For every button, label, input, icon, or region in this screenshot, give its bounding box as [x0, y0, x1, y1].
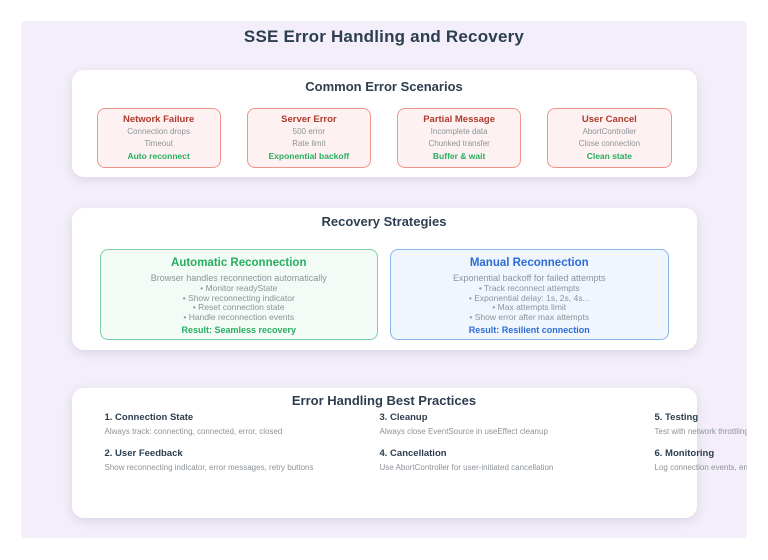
- practice-title: 1. Connection State: [104, 412, 194, 423]
- practice-description: Always close EventSource in useEffect cl…: [379, 427, 548, 436]
- error-card-line: AbortController: [582, 127, 637, 136]
- strategy-bullet: • Show reconnecting indicator: [182, 292, 295, 303]
- error-card-title: User Cancel: [581, 114, 637, 125]
- strategy-bullet: • Handle reconnection events: [183, 311, 295, 322]
- strategy-title: Manual Reconnection: [469, 257, 589, 269]
- error-card-action: Buffer & wait: [432, 151, 486, 161]
- practice-item-testing: 5. Testing Test with network throttling,…: [655, 412, 748, 437]
- practice-title: 5. Testing: [654, 412, 699, 423]
- page-title: SSE Error Handling and Recovery: [243, 27, 525, 46]
- strategy-bullet: • Track reconnect attempts: [478, 283, 580, 293]
- error-card-line: Timeout: [144, 139, 173, 148]
- error-card-user-cancel: User Cancel AbortController Close connec…: [547, 108, 672, 168]
- error-card-network-failure: Network Failure Connection drops Timeout…: [96, 108, 221, 168]
- error-card-line: Incomplete data: [430, 127, 488, 136]
- error-card-line: Chunked transfer: [428, 139, 490, 148]
- strategy-result: Result: Seamless recovery: [181, 325, 297, 335]
- practices-heading: Error Handling Best Practices: [291, 393, 477, 408]
- scenarios-heading: Common Error Scenarios: [305, 79, 463, 94]
- error-card-line: Connection drops: [127, 127, 190, 136]
- strategies-heading: Recovery Strategies: [321, 214, 447, 229]
- practice-title: 3. Cleanup: [379, 412, 428, 423]
- practices-column-3: 5. Testing Test with network throttling,…: [655, 412, 748, 484]
- strategy-subtitle: Exponential backoff for failed attempts: [453, 273, 606, 283]
- practice-item-connection-state: 1. Connection State Always track: connec…: [105, 412, 380, 437]
- strategy-bullet: • Max attempts limit: [492, 302, 567, 312]
- practices-column-1: 1. Connection State Always track: connec…: [105, 412, 380, 484]
- error-card-line: Close connection: [578, 139, 641, 148]
- error-card-action: Clean state: [586, 151, 633, 161]
- strategy-bullet: • Monitor readyState: [200, 283, 278, 293]
- practice-item-monitoring: 6. Monitoring Log connection events, err…: [655, 448, 748, 473]
- practice-description: Use AbortController for user-initiated c…: [379, 463, 554, 472]
- strategy-result: Result: Resilient connection: [468, 325, 590, 335]
- practices-grid: 1. Connection State Always track: connec…: [72, 412, 748, 484]
- practice-description: Always track: connecting, connected, err…: [104, 427, 283, 436]
- practice-item-cleanup: 3. Cleanup Always close EventSource in u…: [380, 412, 655, 437]
- practice-title: 6. Monitoring: [654, 448, 715, 459]
- practices-column-2: 3. Cleanup Always close EventSource in u…: [380, 412, 655, 484]
- practice-item-user-feedback: 2. User Feedback Show reconnecting indic…: [105, 448, 380, 473]
- practice-item-cancellation: 4. Cancellation Use AbortController for …: [380, 448, 655, 473]
- practice-description: Log connection events, errors, reconn: [654, 463, 748, 472]
- error-card-partial-message: Partial Message Incomplete data Chunked …: [397, 108, 522, 168]
- strategy-subtitle: Browser handles reconnection automatical…: [150, 273, 327, 283]
- error-card-action: Exponential backoff: [268, 151, 350, 161]
- strategy-card-automatic-reconnection: Automatic Reconnection Browser handles r…: [99, 249, 378, 340]
- strategy-bullet: • Exponential delay: 1s, 2s, 4s...: [468, 292, 590, 303]
- practice-title: 4. Cancellation: [379, 448, 447, 459]
- error-card-title: Network Failure: [122, 114, 195, 125]
- section-best-practices: Error Handling Best Practices 1. Connect…: [71, 388, 747, 518]
- strategy-card-manual-reconnection: Manual Reconnection Exponential backoff …: [390, 249, 669, 340]
- strategies-row: Automatic Reconnection Browser handles r…: [72, 249, 697, 340]
- practice-title: 2. User Feedback: [104, 448, 183, 459]
- practice-description: Show reconnecting indicator, error messa…: [104, 463, 314, 472]
- scenarios-row: Network Failure Connection drops Timeout…: [72, 108, 697, 168]
- practice-description: Test with network throttling, offline mo: [654, 427, 748, 436]
- error-card-title: Partial Message: [423, 114, 496, 125]
- section-common-error-scenarios: Common Error Scenarios Network Failure C…: [71, 70, 697, 177]
- error-card-server-error: Server Error 500 error Rate limit Expone…: [246, 108, 371, 168]
- error-card-action: Auto reconnect: [127, 151, 190, 161]
- strategy-bullet: • Reset connection state: [192, 302, 285, 312]
- section-recovery-strategies: Recovery Strategies Automatic Reconnecti…: [71, 208, 697, 350]
- diagram-panel: SSE Error Handling and Recovery Common E…: [21, 21, 747, 538]
- error-card-line: Rate limit: [292, 139, 326, 148]
- error-card-title: Server Error: [281, 114, 337, 125]
- strategy-bullet: • Show error after max attempts: [469, 311, 590, 322]
- strategy-title: Automatic Reconnection: [171, 257, 307, 269]
- error-card-line: 500 error: [292, 127, 326, 136]
